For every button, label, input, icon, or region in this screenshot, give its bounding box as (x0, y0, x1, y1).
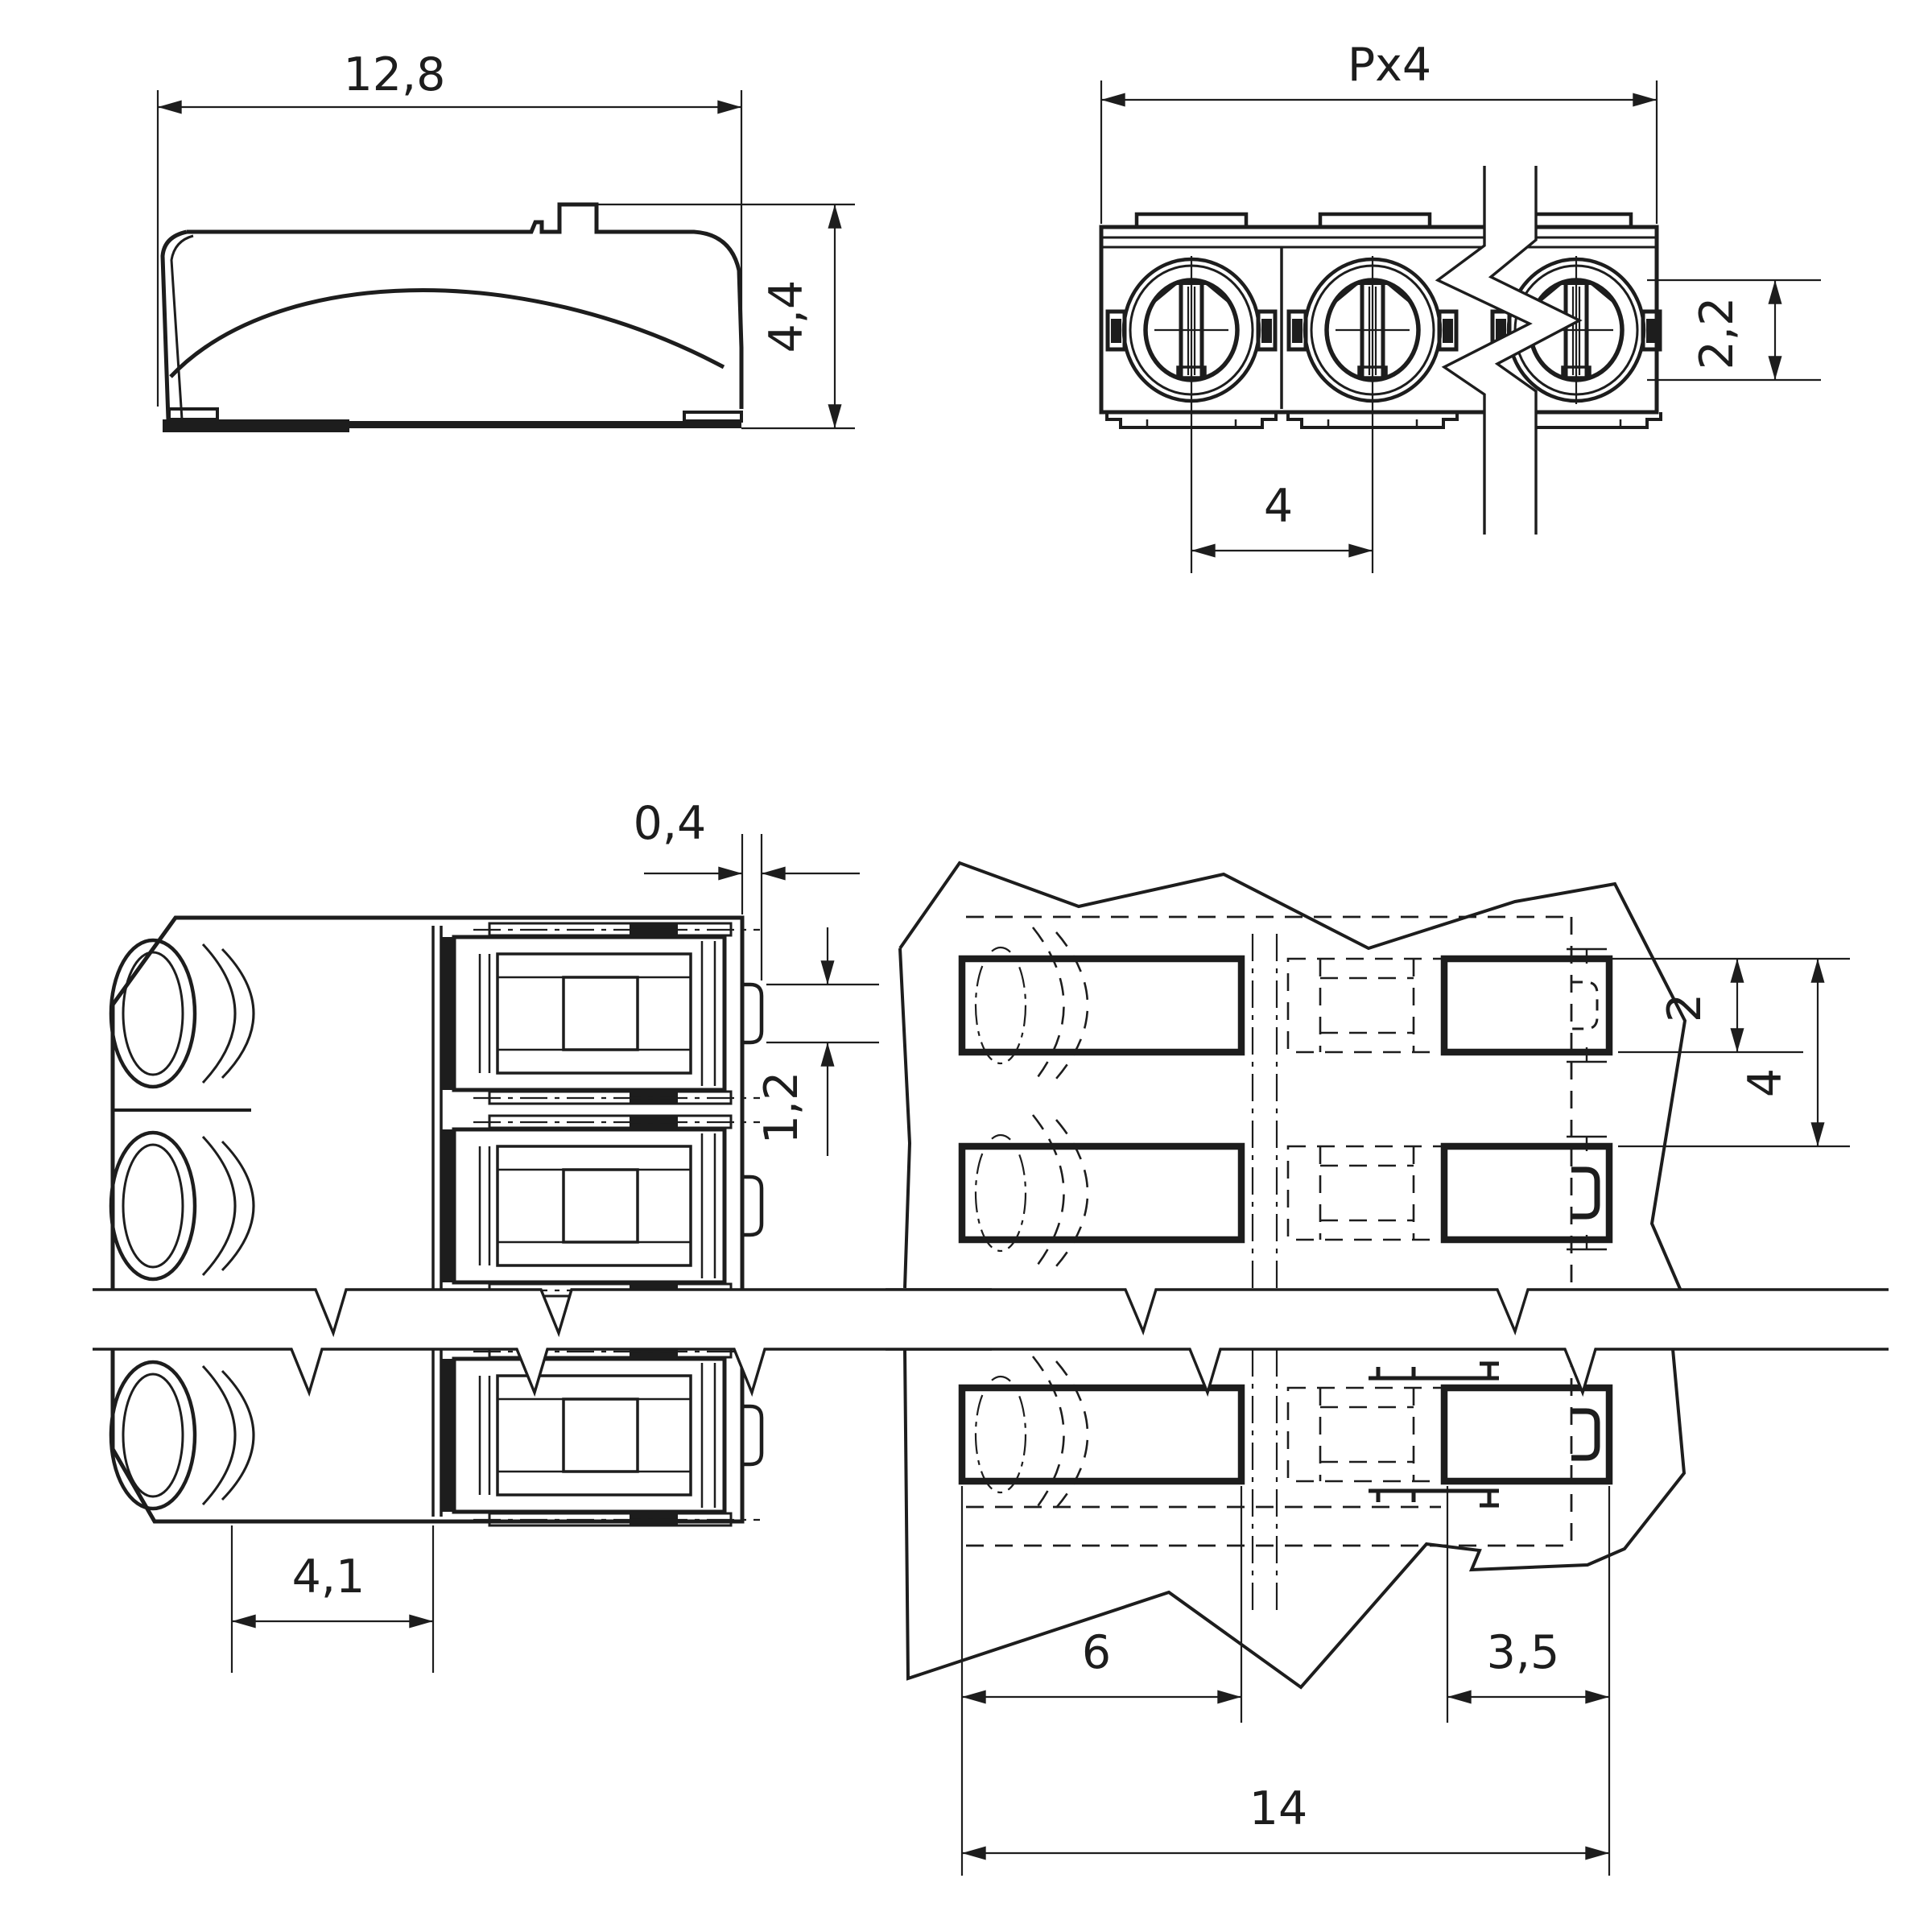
wire-entry-2 (111, 1133, 254, 1279)
side-view-body (160, 202, 744, 432)
pcb-outline (898, 861, 1687, 1690)
terminal-cell-3 (441, 1345, 762, 1525)
dim-opening-height: 2,2 (1647, 279, 1821, 382)
bottom-view: 0,4 1,2 4,1 (93, 797, 992, 1673)
poke-contact-1 (1108, 256, 1275, 404)
top-tab-2 (1318, 212, 1432, 229)
dim-label-opening: 2,2 (1691, 297, 1744, 370)
row-details (1369, 947, 1607, 1508)
land-pattern-view: 2 4 6 3,5 14 (886, 861, 1889, 1876)
break-band-land-pattern (886, 1288, 1889, 1397)
dim-label-entry-depth: 4,1 (292, 1550, 365, 1604)
dim-right-pad-width: 3,5 (1446, 1486, 1611, 1876)
component-outline-dashed (966, 915, 1573, 1614)
dim-label-pitch: 4 (1264, 480, 1293, 533)
dim-label-pad-height: 2 (1658, 993, 1711, 1022)
cavity-divider (431, 926, 443, 1517)
dim-label-tab-width: 1,2 (755, 1071, 808, 1145)
side-view: 12,8 4,4 (156, 48, 855, 432)
dim-label-right-pad: 3,5 (1487, 1626, 1560, 1679)
dim-pad-height: 2 (1454, 957, 1850, 1054)
dim-total-span: 14 (961, 1782, 1610, 1860)
top-tab-1 (1134, 212, 1249, 229)
latch-inner (170, 234, 194, 420)
break-band-top-view (1435, 166, 1583, 535)
dim-tab-width: 1,2 (755, 927, 879, 1156)
dim-total-width: Px4 (1100, 39, 1658, 224)
dim-label-left-pad: 6 (1082, 1626, 1111, 1679)
top-view: Px4 2,2 4 (1099, 39, 1821, 573)
dim-label-total-width: Px4 (1348, 39, 1431, 92)
housing-profile (187, 202, 744, 409)
clamp-bar-bottom (1369, 1488, 1499, 1508)
bottom-view-body (110, 915, 762, 1525)
clamp-bar-top (1369, 1361, 1499, 1381)
dim-entry-depth: 4,1 (230, 1525, 435, 1673)
dim-tab-protrusion: 0,4 (634, 797, 860, 980)
pad-row-3 (962, 1356, 1609, 1513)
housing-outline (110, 915, 745, 1524)
dim-label-total-span: 14 (1249, 1782, 1308, 1835)
solder-leg-row3 (1571, 1408, 1600, 1461)
solder-leg-row2 (1571, 1166, 1600, 1220)
solder-leg-row1-dashed (1571, 980, 1599, 1030)
pad-row-2 (962, 1115, 1609, 1271)
break-band-bottom-view (93, 1288, 992, 1397)
dim-pitch: 4 (1191, 480, 1373, 558)
dim-label-width: 12,8 (344, 48, 446, 101)
latch-outer (160, 229, 188, 420)
dim-row-pitch: 4 (1618, 958, 1850, 1148)
poke-contact-2 (1289, 256, 1456, 404)
dim-left-pad-width: 6 (960, 1486, 1243, 1876)
terminal-cell-2 (441, 1116, 762, 1296)
dim-overall-height: 4,4 (597, 203, 855, 430)
pad-row-1 (962, 927, 1609, 1084)
wire-entry-1 (111, 940, 254, 1087)
dim-label-height: 4,4 (760, 280, 813, 353)
dim-label-tab-protrusion: 0,4 (634, 797, 707, 850)
cover-arc (169, 288, 725, 378)
top-view-body (1099, 212, 1662, 573)
dim-overall-width: 12,8 (156, 48, 743, 407)
terminal-cell-1 (441, 923, 762, 1104)
dim-label-row-pitch: 4 (1739, 1068, 1792, 1097)
